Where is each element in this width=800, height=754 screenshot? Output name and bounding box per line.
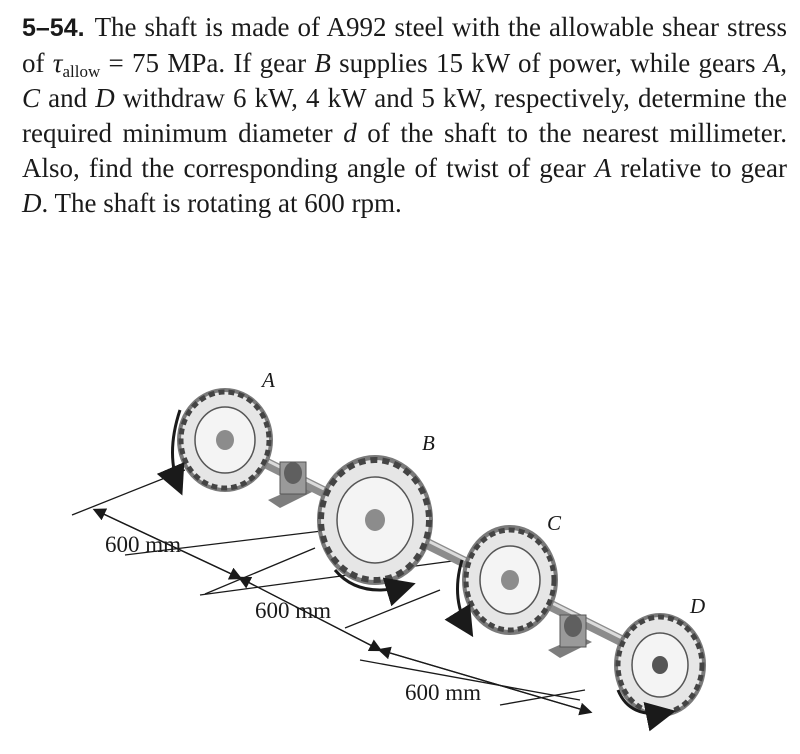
problem-statement: 5–54.The shaft is made of A992 steel wit… <box>22 10 787 221</box>
dimension-label-1: 600 mm <box>105 532 181 557</box>
text-8: relative to gear <box>611 153 787 183</box>
bearing-2 <box>548 614 592 658</box>
text-5: and <box>40 83 96 113</box>
gear-b-label: B <box>422 431 435 455</box>
gear-c <box>444 525 558 638</box>
gear-b-ref: B <box>314 48 331 78</box>
text-6: withdraw 6 kW, 4 kW and 5 kW, respective… <box>22 83 788 148</box>
bearing-1 <box>268 461 312 508</box>
text-7: of the shaft to the nearest millimeter. … <box>22 118 787 183</box>
tau-subscript: allow <box>62 62 101 81</box>
gear-d-ref-2: D <box>22 188 42 218</box>
text-4: , <box>780 48 787 78</box>
problem-number: 5–54. <box>22 14 85 42</box>
gear-c-label: C <box>547 511 562 535</box>
diameter-symbol: d <box>343 118 357 148</box>
shaft-diagram: A B C D 600 mm 600 mm 600 mm <box>71 368 706 732</box>
text-9: . The shaft is rotating at 600 rpm. <box>41 188 402 218</box>
tau-symbol: τ <box>52 48 63 78</box>
gear-a-ref: A <box>763 48 781 78</box>
gear-d-label: D <box>689 594 705 618</box>
text-3: supplies 15 kW of power, while gears <box>330 48 764 78</box>
dimension-label-3: 600 mm <box>405 680 481 705</box>
shaft-figure: A B C D 600 mm 600 mm 600 mm <box>0 300 800 749</box>
gear-b <box>317 455 433 607</box>
gear-a <box>156 388 273 496</box>
gear-c-ref: C <box>22 83 41 113</box>
text-1: The shaft is made of A992 steel with the… <box>22 12 787 78</box>
gear-a-ref-2: A <box>594 153 612 183</box>
gear-d-ref: D <box>95 83 115 113</box>
gear-d <box>614 613 706 732</box>
gear-a-label: A <box>260 368 275 392</box>
text-2: = 75 MPa. If gear <box>100 48 315 78</box>
dimension-label-2: 600 mm <box>255 598 331 623</box>
